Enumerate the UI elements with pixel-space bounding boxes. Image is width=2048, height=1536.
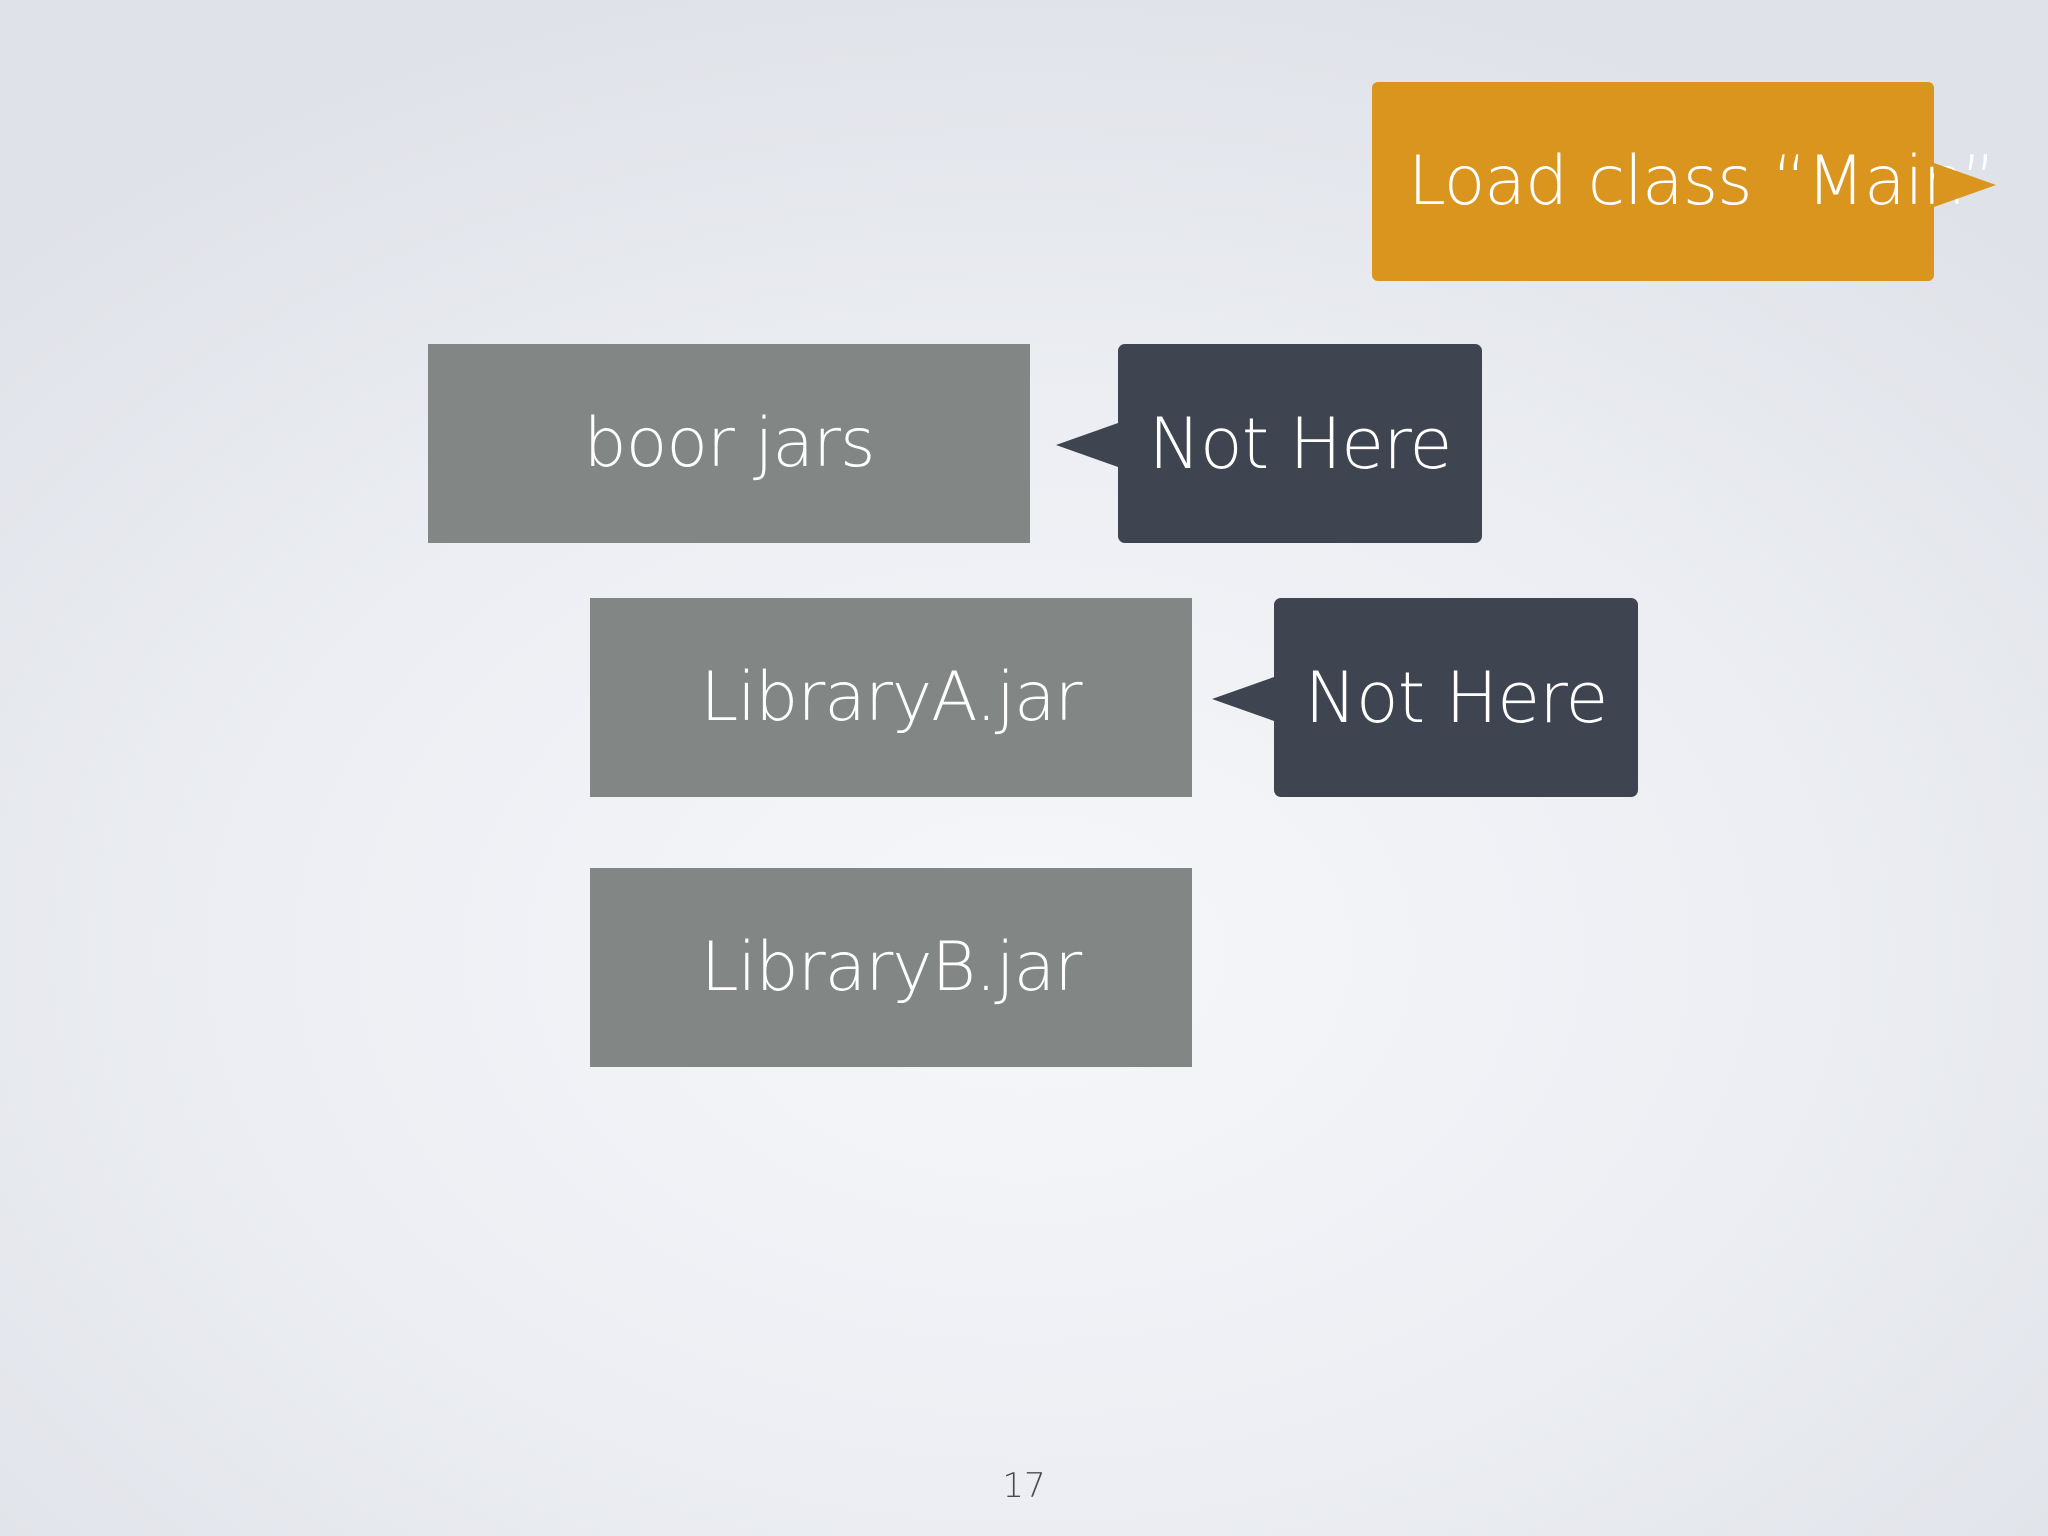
jar-box-library-b: LibraryB.jar bbox=[590, 868, 1192, 1067]
not-here-label-library-a: Not Here bbox=[1304, 656, 1609, 739]
load-class-label: Load class “Main” bbox=[1408, 142, 1996, 221]
jar-box-boot: boor jars bbox=[428, 344, 1030, 543]
load-class-callout: Load class “Main” bbox=[1372, 82, 1996, 281]
not-here-callout-library-a: Not Here bbox=[1212, 598, 1638, 797]
jar-label-library-b: LibraryB.jar bbox=[700, 928, 1082, 1007]
page-number: 17 bbox=[1002, 1466, 1046, 1506]
jar-label-boot: boor jars bbox=[583, 404, 876, 483]
jar-box-library-a: LibraryA.jar bbox=[590, 598, 1192, 797]
not-here-callout-boot: Not Here bbox=[1056, 344, 1482, 543]
not-here-label-boot: Not Here bbox=[1148, 402, 1453, 485]
jar-label-library-a: LibraryA.jar bbox=[700, 658, 1082, 737]
